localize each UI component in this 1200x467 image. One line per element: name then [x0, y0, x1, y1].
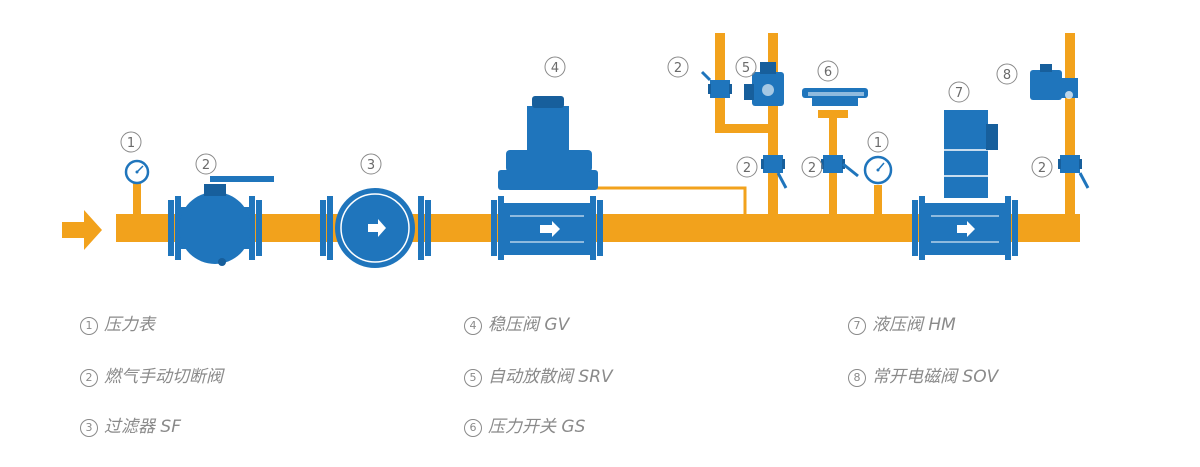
- pipe-branch-right-riser: [1065, 33, 1075, 216]
- pressure-gauge-2: [863, 155, 893, 185]
- marker-4: 4: [544, 56, 566, 78]
- flow-direction-arrow-icon: [62, 210, 102, 250]
- pipe-branch-connector: [715, 124, 778, 133]
- marker-8: 8: [996, 63, 1018, 85]
- ball-valve-branch-mid: [761, 155, 788, 189]
- pipe-branch-gauge-1: [133, 182, 141, 216]
- sensing-line: [547, 186, 747, 214]
- pressure-switch-gs: [802, 88, 868, 106]
- pressure-stabilizer-gv: [491, 96, 603, 260]
- auto-relief-valve-srv: [744, 62, 784, 106]
- marker-2b: 2: [667, 56, 689, 78]
- svg-text:1: 1: [127, 136, 135, 151]
- svg-text:2: 2: [674, 61, 682, 76]
- svg-text:2: 2: [743, 161, 751, 176]
- pipe-branch-gauge-2: [874, 185, 882, 216]
- svg-text:2: 2: [202, 158, 210, 173]
- marker-2c: 2: [736, 156, 758, 178]
- svg-text:2: 2: [808, 161, 816, 176]
- solenoid-valve-sov: [1030, 64, 1078, 100]
- marker-2a: 2: [195, 153, 217, 175]
- svg-text:6: 6: [824, 65, 832, 80]
- marker-6: 6: [817, 60, 839, 82]
- marker-1a: 1: [120, 131, 142, 153]
- svg-text:3: 3: [367, 158, 375, 173]
- pipeline-diagram: 1 2 3 4 2 5 6 7 8 2 2 1: [62, 33, 1090, 268]
- marker-1b: 1: [867, 131, 889, 153]
- marker-2d: 2: [801, 156, 823, 178]
- marker-7: 7: [948, 81, 970, 103]
- pipe-branch-switch-top: [818, 110, 848, 118]
- svg-text:5: 5: [742, 61, 750, 76]
- ball-valve-branch-switch: [821, 155, 859, 178]
- ball-valve-branch-left: [700, 70, 732, 98]
- svg-text:2: 2: [1038, 161, 1046, 176]
- filter-sf: [320, 188, 431, 268]
- svg-text:7: 7: [955, 86, 963, 101]
- svg-text:8: 8: [1003, 68, 1011, 83]
- marker-5: 5: [735, 56, 757, 78]
- svg-text:1: 1: [874, 136, 882, 151]
- manual-ball-valve-main: [168, 176, 274, 266]
- ball-valve-branch-right: [1058, 155, 1090, 189]
- marker-3: 3: [360, 153, 382, 175]
- svg-text:4: 4: [551, 61, 559, 76]
- marker-2e: 2: [1031, 156, 1053, 178]
- hydraulic-valve-hm: [912, 110, 1018, 260]
- pressure-gauge-1: [124, 159, 150, 185]
